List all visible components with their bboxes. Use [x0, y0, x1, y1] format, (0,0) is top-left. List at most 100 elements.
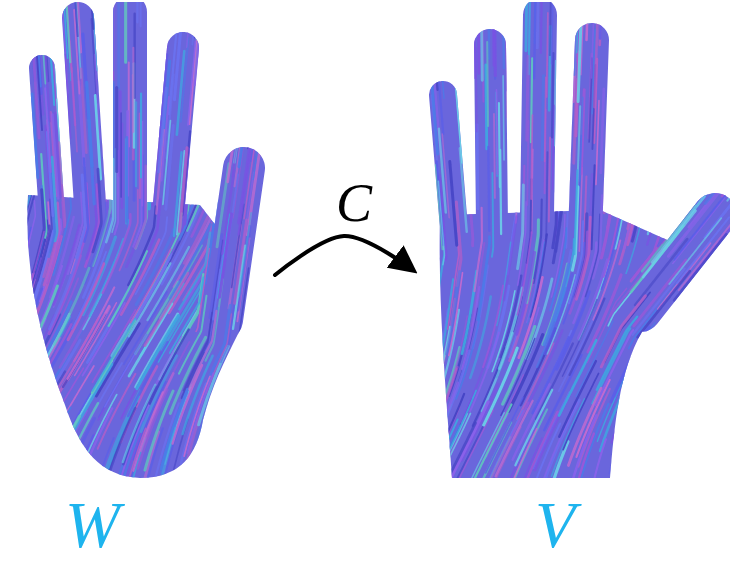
- streamline: [475, 208, 482, 291]
- streamline: [432, 71, 438, 154]
- streamline: [549, 138, 550, 222]
- streamline: [640, 2, 676, 43]
- streamline: [688, 304, 721, 381]
- streamline: [440, 2, 456, 34]
- streamline: [12, 308, 37, 384]
- streamline: [683, 143, 714, 219]
- streamline: [586, 439, 606, 484]
- streamline: [644, 47, 665, 128]
- streamline: [672, 286, 708, 362]
- streamline: [642, 410, 660, 484]
- streamline: [158, 290, 201, 362]
- streamline: [465, 101, 471, 183]
- streamline: [542, 76, 543, 160]
- streamline: [12, 84, 28, 161]
- map-label: C: [336, 176, 372, 230]
- streamline: [415, 315, 432, 397]
- streamline: [237, 367, 259, 448]
- streamline: [83, 303, 125, 376]
- streamline: [23, 2, 64, 58]
- streamline: [666, 2, 698, 61]
- streamline: [492, 173, 493, 257]
- streamline: [12, 73, 28, 150]
- streamline: [234, 2, 264, 52]
- streamline: [415, 111, 428, 188]
- streamline: [665, 26, 688, 107]
- streamline: [437, 10, 462, 90]
- streamline: [444, 2, 460, 31]
- streamline: [28, 226, 49, 307]
- streamline: [648, 147, 663, 230]
- hand-base: [12, 2, 270, 484]
- hand-base: [415, 2, 730, 484]
- streamline: [236, 26, 257, 107]
- streamline: [570, 299, 605, 375]
- streamline: [527, 56, 528, 140]
- streamline: [723, 65, 730, 148]
- streamline: [504, 217, 517, 300]
- streamline: [101, 16, 109, 98]
- streamline: [701, 2, 730, 29]
- streamline: [228, 433, 251, 484]
- streamline: [726, 389, 730, 472]
- streamline: [72, 68, 77, 152]
- streamline: [416, 405, 451, 481]
- streamline: [600, 2, 631, 39]
- streamline: [204, 394, 225, 475]
- streamline: [587, 2, 621, 23]
- streamline: [233, 268, 248, 350]
- streamline: [714, 16, 730, 98]
- streamline: [141, 2, 169, 27]
- streamline: [179, 161, 207, 240]
- streamline: [655, 119, 668, 202]
- streamline: [70, 364, 111, 437]
- streamline: [657, 80, 671, 163]
- streamline: [673, 372, 694, 453]
- streamline: [76, 175, 85, 258]
- streamline: [576, 217, 590, 299]
- streamline: [246, 37, 266, 118]
- streamline: [247, 414, 269, 484]
- streamline: [187, 137, 209, 218]
- streamline: [658, 243, 710, 309]
- streamline: [604, 129, 607, 213]
- streamline: [102, 46, 109, 128]
- streamline: [486, 42, 489, 126]
- streamline: [705, 124, 729, 203]
- streamline: [558, 88, 570, 170]
- streamline: [645, 35, 669, 115]
- streamline: [135, 102, 137, 186]
- streamline: [418, 177, 434, 258]
- streamline: [262, 13, 270, 94]
- field-symbol: V: [535, 492, 575, 558]
- streamline: [693, 313, 724, 391]
- streamline: [52, 115, 58, 199]
- streamline: [12, 62, 27, 140]
- streamline: [12, 397, 46, 469]
- streamline: [214, 381, 236, 462]
- streamline: [707, 67, 720, 150]
- streamline: [12, 377, 37, 449]
- streamline: [189, 121, 213, 202]
- streamline: [415, 2, 434, 71]
- streamline: [220, 77, 241, 158]
- streamline: [461, 47, 471, 128]
- streamline: [567, 64, 570, 148]
- streamline: [251, 80, 270, 161]
- streamline: [197, 42, 220, 123]
- streamline: [246, 422, 269, 484]
- streamline: [511, 438, 542, 484]
- streamline: [239, 85, 258, 167]
- streamline: [482, 2, 491, 80]
- streamline: [662, 2, 695, 56]
- streamline: [643, 211, 695, 277]
- streamline: [241, 437, 266, 484]
- streamline: [260, 145, 270, 227]
- streamline: [186, 2, 226, 30]
- streamline: [150, 329, 189, 403]
- streamline: [552, 53, 553, 137]
- streamline: [253, 79, 270, 160]
- streamline: [58, 20, 61, 103]
- streamline: [84, 158, 88, 241]
- streamline: [668, 190, 720, 256]
